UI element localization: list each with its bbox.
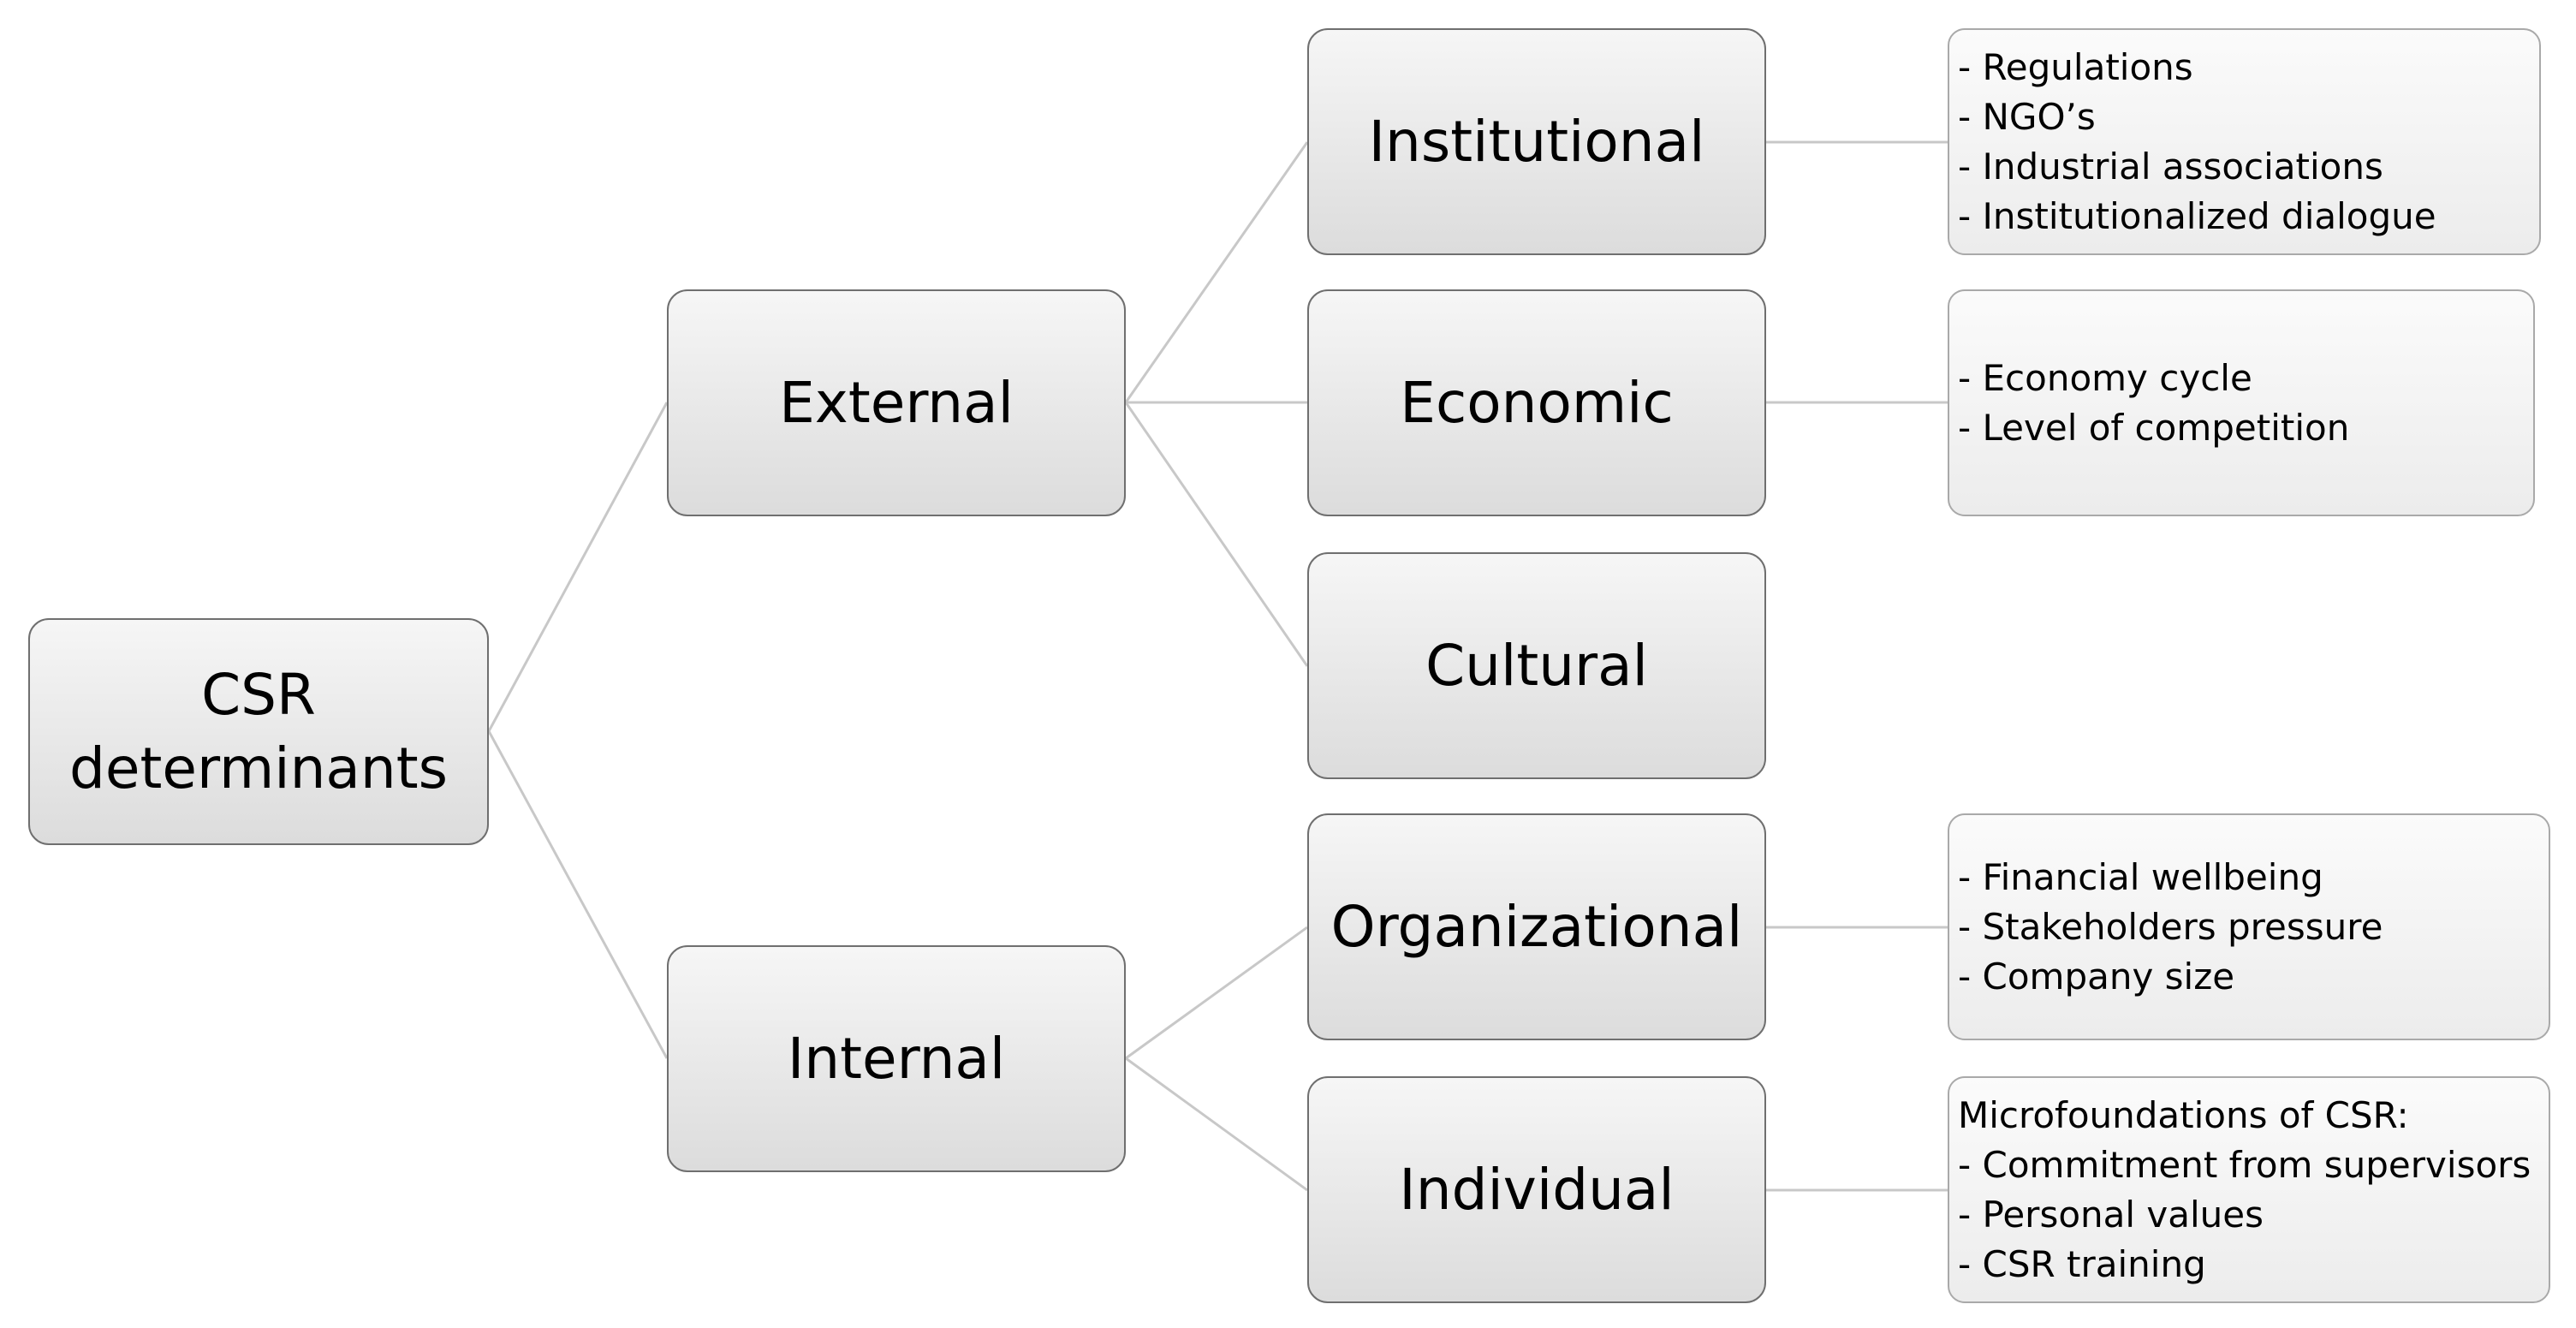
details-organizational: - Financial wellbeing - Stakeholders pre… — [1948, 813, 2550, 1040]
detail-item: - NGO’s — [1958, 95, 2096, 138]
category-node-individual: Individual — [1307, 1076, 1766, 1303]
branch-node-internal: Internal — [667, 945, 1126, 1172]
detail-item: - Regulations — [1958, 45, 2193, 88]
branch-node-external: External — [667, 289, 1126, 516]
category-node-institutional: Institutional — [1307, 28, 1766, 255]
connector-root-external — [487, 402, 669, 732]
category-node-cultural: Cultural — [1307, 552, 1766, 779]
detail-item: - Stakeholders pressure — [1958, 905, 2383, 948]
connector-internal-organizational — [1125, 926, 1308, 1060]
branch-node-label: Internal — [787, 1025, 1006, 1092]
category-node-economic: Economic — [1307, 289, 1766, 516]
detail-item: - CSR training — [1958, 1242, 2206, 1285]
connector-external-cultural — [1124, 402, 1309, 667]
detail-item: - Company size — [1958, 955, 2235, 997]
details-economic: - Economy cycle - Level of competition — [1948, 289, 2535, 516]
root-node-label: CSR determinants — [69, 661, 448, 801]
connector-internal-individual — [1125, 1057, 1308, 1192]
branch-node-label: External — [779, 369, 1014, 436]
category-node-label: Organizational — [1330, 893, 1743, 960]
root-node: CSR determinants — [28, 618, 489, 845]
connector-external-institutional — [1124, 141, 1309, 403]
detail-item: - Economy cycle — [1958, 356, 2252, 399]
details-individual: Microfoundations of CSR: - Commitment fr… — [1948, 1076, 2550, 1303]
detail-item: - Institutionalized dialogue — [1958, 194, 2436, 237]
detail-item: - Level of competition — [1958, 406, 2350, 449]
detail-item: Microfoundations of CSR: — [1958, 1093, 2409, 1136]
detail-item: - Industrial associations — [1958, 145, 2383, 188]
category-node-organizational: Organizational — [1307, 813, 1766, 1040]
category-node-label: Institutional — [1368, 108, 1705, 175]
category-node-label: Economic — [1400, 369, 1674, 436]
detail-item: - Financial wellbeing — [1958, 855, 2323, 898]
details-institutional: - Regulations - NGO’s - Industrial assoc… — [1948, 28, 2541, 255]
detail-item: - Personal values — [1958, 1193, 2264, 1236]
category-node-label: Individual — [1399, 1156, 1675, 1223]
detail-item: - Commitment from supervisors — [1958, 1143, 2531, 1186]
connector-root-internal — [487, 730, 669, 1059]
category-node-label: Cultural — [1425, 632, 1648, 699]
